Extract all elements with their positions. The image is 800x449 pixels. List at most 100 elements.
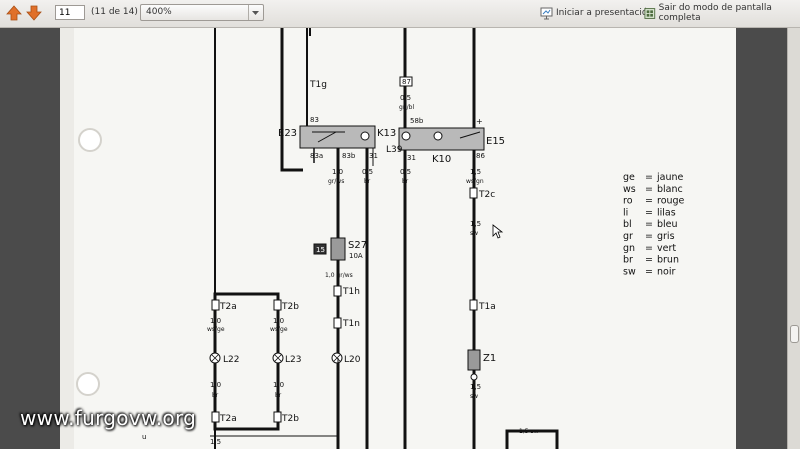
mouse-cursor-icon bbox=[492, 224, 504, 239]
label-Z1: Z1 bbox=[483, 353, 496, 364]
legend-name: vert bbox=[657, 243, 676, 254]
label-T2b: T2b bbox=[281, 414, 299, 424]
binder-hole-icon bbox=[76, 372, 100, 396]
label-T2a: T2a bbox=[219, 302, 237, 312]
label-T1n: T1n bbox=[342, 319, 360, 329]
legend-code: li bbox=[623, 207, 628, 218]
wire-color: gn/bl bbox=[399, 104, 414, 111]
label-83: 83 bbox=[310, 116, 319, 124]
wire-color: br bbox=[275, 392, 282, 399]
label-T2b: T2b bbox=[281, 302, 299, 312]
wire-color: ws/ge bbox=[270, 326, 288, 333]
label-31b: 31 bbox=[407, 154, 416, 162]
legend-code: br bbox=[623, 255, 633, 266]
zoom-select[interactable]: 400% bbox=[140, 4, 264, 21]
label-L22: L22 bbox=[223, 355, 239, 365]
label-plus: + bbox=[476, 117, 483, 126]
label-S27: S27 bbox=[348, 240, 367, 251]
legend-eq: = bbox=[645, 219, 653, 230]
wire-size: 0,5 bbox=[400, 94, 411, 102]
label-K13: K13 bbox=[377, 128, 396, 139]
legend-eq: = bbox=[645, 266, 653, 277]
vertical-scrollbar[interactable] bbox=[787, 28, 800, 449]
wire-color: ws/ge bbox=[207, 326, 225, 333]
chevron-down-icon[interactable] bbox=[248, 5, 263, 20]
wire-size: 1,0 bbox=[210, 317, 221, 325]
wire-color: br bbox=[364, 178, 371, 185]
document-viewer[interactable]: T1g 83 E23 K13 L39 83a 83b 31 1,0 gr/ws … bbox=[0, 28, 787, 449]
legend-name: noir bbox=[657, 266, 675, 277]
legend-eq: = bbox=[645, 184, 653, 195]
label-K10: K10 bbox=[432, 154, 451, 165]
start-presentation-button[interactable]: Iniciar a presentación bbox=[540, 4, 653, 22]
legend-code: ge bbox=[623, 172, 635, 183]
wire-color: sw bbox=[470, 230, 478, 237]
arrow-down-icon[interactable] bbox=[26, 5, 42, 21]
legend-eq: = bbox=[645, 172, 653, 183]
label-58b: 58b bbox=[410, 117, 424, 125]
wire-color: ws/gn bbox=[466, 178, 484, 185]
legend-name: blanc bbox=[657, 184, 683, 195]
fuse-rating: 10A bbox=[349, 252, 363, 260]
legend-eq: = bbox=[645, 196, 653, 207]
wire-spec: 1,5 sw bbox=[519, 428, 539, 435]
label-u: u bbox=[142, 433, 146, 441]
fuse-number: 15 bbox=[316, 246, 325, 254]
legend-name: rouge bbox=[657, 196, 685, 207]
exit-fullscreen-label: Sair do modo de pantalla completa bbox=[658, 3, 772, 23]
label-83a: 83a bbox=[310, 152, 323, 160]
legend-eq: = bbox=[645, 207, 653, 218]
label-T1a: T1a bbox=[478, 302, 496, 312]
legend-code: sw bbox=[623, 266, 636, 277]
label-L39: L39 bbox=[386, 145, 403, 155]
wire-size: 1,5 bbox=[470, 383, 481, 391]
scrollbar-thumb[interactable] bbox=[790, 325, 799, 343]
wiring-diagram: T1g 83 E23 K13 L39 83a 83b 31 1,0 gr/ws … bbox=[60, 28, 736, 449]
wire-color: br bbox=[212, 392, 219, 399]
exit-fullscreen-button[interactable]: Sair do modo de pantalla completa bbox=[644, 3, 800, 23]
page-number-input[interactable] bbox=[55, 5, 85, 20]
start-presentation-label: Iniciar a presentación bbox=[556, 8, 654, 18]
label-L23: L23 bbox=[285, 355, 301, 365]
label-87: 87 bbox=[402, 78, 411, 86]
wire-size: 1,0 bbox=[332, 168, 343, 176]
legend-name: lilas bbox=[657, 207, 676, 218]
legend-code: bl bbox=[623, 219, 632, 230]
wire-size: 1,0 bbox=[273, 317, 284, 325]
label-86: 86 bbox=[476, 152, 485, 160]
label-E15: E15 bbox=[486, 136, 505, 147]
label-L20: L20 bbox=[344, 355, 361, 365]
wire-color: br bbox=[402, 178, 409, 185]
legend-eq: = bbox=[645, 231, 653, 242]
binder-hole-icon bbox=[78, 128, 102, 152]
label-31a: 31 bbox=[369, 152, 378, 160]
legend-eq: = bbox=[645, 255, 653, 266]
wire-spec: 1,0 gr/ws bbox=[325, 272, 353, 279]
wire-color: gr/ws bbox=[328, 178, 344, 185]
legend-name: brun bbox=[657, 255, 679, 266]
wire-color: sw bbox=[470, 393, 478, 400]
watermark: www.furgovw.org bbox=[20, 406, 197, 430]
color-legend: ge=jaunews=blancro=rougeli=lilasbl=bleug… bbox=[623, 172, 685, 277]
wire-size: 0,5 bbox=[400, 168, 411, 176]
legend-code: ro bbox=[623, 196, 633, 207]
presentation-icon bbox=[540, 7, 553, 19]
zoom-value: 400% bbox=[146, 7, 172, 17]
legend-eq: = bbox=[645, 243, 653, 254]
wire-size: 1,0 bbox=[273, 381, 284, 389]
legend-name: bleu bbox=[657, 219, 678, 230]
label-T2c: T2c bbox=[478, 190, 495, 200]
label-T1g: T1g bbox=[309, 80, 327, 90]
legend-name: jaune bbox=[656, 172, 684, 183]
wire-size: 1,5 bbox=[470, 220, 481, 228]
page-count: (11 de 14) bbox=[91, 7, 138, 17]
legend-code: gr bbox=[623, 231, 633, 242]
label-T1h: T1h bbox=[342, 287, 360, 297]
legend-code: ws bbox=[623, 184, 636, 195]
wire-size: 1,5 bbox=[210, 438, 221, 446]
arrow-up-icon[interactable] bbox=[6, 5, 22, 21]
wire-size: 1,5 bbox=[470, 168, 481, 176]
wire-size: 1,0 bbox=[210, 381, 221, 389]
toolbar: (11 de 14) 400% Iniciar a presentación S… bbox=[0, 0, 800, 28]
label-83b: 83b bbox=[342, 152, 356, 160]
